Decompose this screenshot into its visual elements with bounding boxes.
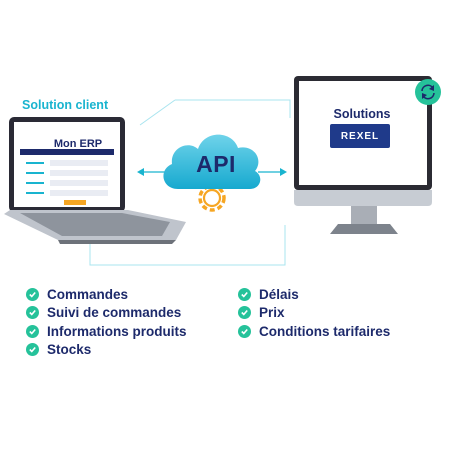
cloud-icon: [163, 134, 261, 189]
feature-list-right: Délais Prix Conditions tarifaires: [238, 285, 390, 341]
feature-item: Prix: [238, 304, 390, 323]
feature-item: Stocks: [26, 341, 187, 360]
connection-outline-diag: [139, 99, 176, 126]
check-icon: [26, 343, 39, 357]
feature-label: Commandes: [47, 286, 129, 302]
solutions-title: Solutions: [333, 107, 391, 121]
feature-label: Stocks: [47, 342, 92, 358]
erp-title: Mon ERP: [53, 138, 103, 150]
client-title: Solution client: [22, 98, 109, 112]
feature-item: Suivi de commandes: [26, 304, 187, 323]
feature-label: Informations produits: [47, 323, 187, 339]
api-label: API: [196, 151, 236, 177]
connection-outline-bottom: [89, 225, 286, 266]
feature-item: Informations produits: [26, 322, 187, 341]
feature-list-left: Commandes Suivi de commandes Information…: [26, 285, 187, 359]
feature-item: Conditions tarifaires: [238, 322, 390, 341]
connection-outline: [175, 99, 291, 118]
feature-item: Délais: [238, 285, 390, 304]
check-icon: [238, 306, 251, 320]
check-icon: [26, 287, 39, 301]
check-icon: [26, 324, 39, 338]
feature-label: Suivi de commandes: [47, 305, 182, 321]
rexel-logo: REXEL: [330, 124, 390, 148]
feature-item: Commandes: [26, 285, 187, 304]
monitor-icon: [294, 76, 432, 234]
feature-label: Prix: [259, 305, 285, 321]
feature-label: Délais: [259, 286, 299, 302]
laptop-icon: [4, 117, 186, 244]
right-arrow-icon: [258, 168, 287, 176]
sync-icon: [415, 79, 441, 105]
check-icon: [26, 306, 39, 320]
check-icon: [238, 324, 251, 338]
gear-icon: [198, 184, 226, 212]
check-icon: [238, 287, 251, 301]
feature-label: Conditions tarifaires: [259, 323, 391, 339]
